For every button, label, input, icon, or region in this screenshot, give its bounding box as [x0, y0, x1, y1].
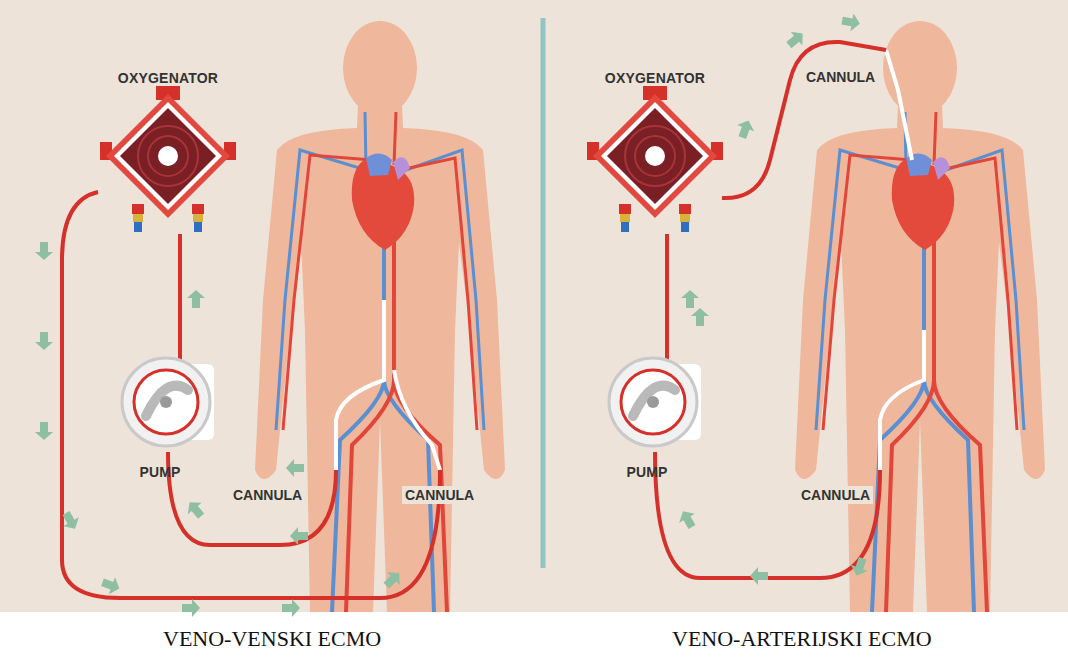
flow-arrow: [182, 599, 200, 617]
oxygenator-label: OXYGENATOR: [118, 70, 218, 86]
tube-connector: [665, 234, 669, 362]
flow-arrow: [35, 422, 53, 440]
flow-arrow: [183, 497, 208, 522]
flow-arrow: [691, 308, 709, 326]
oxygenator-label: OXYGENATOR: [605, 70, 705, 86]
caption-label: VENO-ARTERIJSKI ECMO: [672, 626, 932, 652]
flow-arrow: [380, 567, 405, 592]
flow-arrow: [35, 332, 53, 350]
oxygenator-symbol: [98, 86, 238, 236]
pump-symbol: [605, 354, 705, 450]
flow-arrow: [681, 290, 699, 308]
pump-label: PUMP: [626, 464, 667, 480]
pump-symbol: [118, 354, 218, 450]
oxygenator-node: OXYGENATOR: [585, 70, 725, 236]
cannula-label: CANNULA: [803, 68, 878, 86]
cannula-label: CANNULA: [798, 486, 873, 504]
flow-arrow: [290, 527, 308, 545]
flow-arrow: [282, 599, 300, 617]
flow-arrow: [187, 290, 205, 308]
tube-connector: [178, 234, 182, 362]
flow-arrow: [783, 27, 808, 52]
flow-arrow: [841, 12, 862, 33]
oxygenator-symbol: [585, 86, 725, 236]
flow-arrow: [734, 118, 757, 141]
caption-label: VENO-VENSKI ECMO: [163, 626, 381, 652]
pump-node: PUMP: [118, 354, 218, 480]
flow-arrow: [675, 507, 700, 532]
cannula-label: CANNULA: [230, 486, 305, 504]
flow-arrow: [99, 574, 122, 597]
pump-node: PUMP: [605, 354, 705, 480]
flow-arrow: [848, 555, 871, 578]
pump-label: PUMP: [139, 464, 180, 480]
flow-arrow: [35, 242, 53, 260]
oxygenator-node: OXYGENATOR: [98, 70, 238, 236]
flow-arrow: [58, 509, 83, 534]
cannula-label: CANNULA: [402, 486, 477, 504]
flow-arrow: [286, 459, 304, 477]
flow-arrow: [750, 567, 768, 585]
